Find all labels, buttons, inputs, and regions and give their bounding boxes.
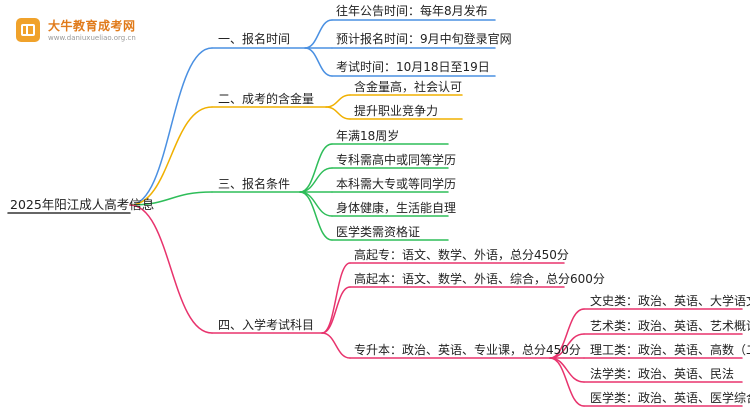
link-s3-item-4 (299, 191, 333, 217)
section-4-item-3: 专升本：政治、英语、专业课，总分450分 (354, 343, 581, 357)
book-logo-icon (16, 18, 40, 42)
link-s4-subitem-4 (549, 357, 585, 383)
link-s4-item-3 (321, 332, 351, 359)
section-4-item-1: 高起专：语文、数学、外语，总分450分 (354, 248, 569, 262)
section-4-subitem-4: 法学类：政治、英语、民法 (590, 367, 735, 381)
section-4-subitem-3: 理工类：政治、英语、高数（二） (590, 343, 750, 357)
section-3-item-4: 身体健康，生活能自理 (336, 201, 457, 215)
section-1-label: 一、报名时间 (218, 32, 291, 46)
logo-url: www.daniuxueliao.org.cn (48, 34, 136, 42)
link-s2-item-1 (325, 94, 351, 108)
link-s3-item-1 (299, 143, 333, 193)
logo-name: 大牛教育成考网 (48, 19, 136, 33)
section-3-item-5: 医学类需资格证 (336, 225, 421, 239)
section-3-item-1: 年满18周岁 (336, 129, 400, 143)
section-4-subitem-2: 艺术类：政治、英语、艺术概论 (590, 319, 750, 333)
section-4-subitem-5: 医学类：政治、英语、医学综合 (590, 391, 750, 405)
section-3-label: 三、报名条件 (218, 177, 291, 191)
section-3-item-2: 专科需高中或同等学历 (336, 153, 457, 167)
link-s1-item-1 (304, 19, 333, 49)
section-2-item-1: 含金量高，社会认可 (354, 80, 463, 94)
site-logo: 大牛教育成考网 www.daniuxueliao.org.cn (16, 14, 226, 48)
link-s2-item-2 (325, 106, 351, 120)
link-s1-item-3 (304, 47, 333, 77)
section-4-item-2: 高起本：语文、数学、外语、综合，总分600分 (354, 272, 605, 286)
link-s4-subitem-5 (549, 357, 585, 407)
section-4-subitem-1: 文史类：政治、英语、大学语文 (590, 294, 750, 308)
link-root-s1 (129, 47, 213, 206)
section-4-label: 四、入学考试科目 (218, 318, 315, 332)
section-1-item-2: 预计报名时间：9月中旬登录官网 (336, 32, 512, 46)
link-s3-item-2 (299, 167, 333, 193)
section-2-label: 二、成考的含金量 (218, 92, 315, 106)
link-root-s3 (129, 191, 213, 206)
link-s4-item-1 (321, 262, 351, 334)
section-2-item-2: 提升职业竞争力 (354, 104, 439, 118)
mindmap-root: 2025年阳江成人高考信息 (10, 197, 155, 212)
link-root-s4 (129, 204, 213, 334)
link-s4-item-2 (321, 286, 351, 334)
link-s3-item-5 (299, 191, 333, 241)
link-root-s2 (129, 106, 213, 206)
section-1-item-1: 往年公告时间：每年8月发布 (336, 4, 488, 18)
section-3-item-3: 本科需大专或等同学历 (336, 177, 457, 191)
section-1-item-3: 考试时间：10月18日至19日 (336, 60, 490, 74)
